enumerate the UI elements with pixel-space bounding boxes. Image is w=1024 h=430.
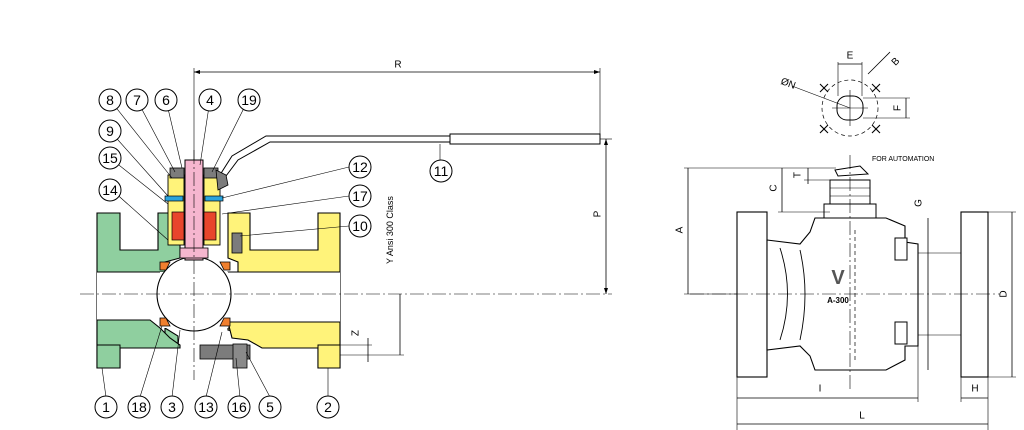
part-label: 1 — [102, 399, 110, 415]
handle — [217, 135, 451, 181]
dim-D: D — [999, 290, 1010, 297]
part-label: 5 — [266, 399, 274, 415]
left-flange — [736, 211, 768, 378]
body-logo: V — [831, 267, 845, 289]
seat-right — [219, 261, 231, 271]
dim-A: A — [675, 226, 686, 233]
part-label: 17 — [352, 188, 368, 204]
dim-T: T — [793, 172, 804, 178]
dim-H: H — [971, 384, 978, 395]
dim-G: G — [914, 199, 925, 207]
seat-left — [159, 261, 171, 271]
exterior-view: E F B ØN FOR AUTOMATION — [675, 51, 1016, 430]
part-label: 18 — [131, 399, 147, 415]
part-label: 14 — [102, 182, 118, 198]
dim-R: R — [394, 60, 401, 71]
dim-E: E — [847, 51, 854, 62]
part-label: 6 — [162, 92, 170, 108]
washer-blue-left — [164, 195, 184, 202]
part-label: 19 — [241, 92, 257, 108]
left-flange-foot — [96, 344, 121, 369]
dim-N: ØN — [779, 76, 797, 91]
dim-Z: Z — [351, 330, 362, 336]
dim-B: B — [890, 56, 903, 69]
part-label: 4 — [206, 92, 214, 108]
dim-L: L — [859, 411, 865, 422]
handle-grip — [449, 133, 601, 145]
dim-F: F — [893, 105, 904, 111]
dim-C: C — [769, 184, 780, 191]
part-label: 7 — [133, 92, 141, 108]
section-view: R P Y Ansi 300 Class Z — [80, 60, 612, 419]
automation-detail: E F B ØN FOR AUTOMATION — [779, 51, 934, 164]
right-flange-foot — [317, 344, 341, 369]
part-label: 9 — [106, 123, 114, 139]
body-class: A-300 — [827, 296, 849, 305]
right-flange — [960, 211, 989, 378]
part-bubbles: 8 7 6 4 19 9 15 14 12 17 10 11 1 — [94, 88, 453, 419]
dim-I: I — [819, 384, 822, 395]
packing-red-right — [203, 211, 217, 241]
vertical-note: Y Ansi 300 Class — [385, 196, 395, 264]
packing-red-left — [171, 211, 185, 241]
washer-blue-right — [204, 195, 224, 202]
part-label: 13 — [198, 399, 214, 415]
gland-nut-left — [169, 167, 185, 179]
part-label: 10 — [352, 218, 368, 234]
part-label: 3 — [168, 399, 176, 415]
part-label: 11 — [434, 163, 449, 179]
dim-P: P — [593, 210, 604, 217]
part-label: 2 — [324, 399, 332, 415]
part-label: 12 — [352, 159, 368, 175]
automation-note: FOR AUTOMATION — [872, 156, 934, 163]
part-label: 15 — [102, 150, 118, 166]
part-label: 16 — [231, 399, 247, 415]
part-label: 8 — [106, 92, 114, 108]
